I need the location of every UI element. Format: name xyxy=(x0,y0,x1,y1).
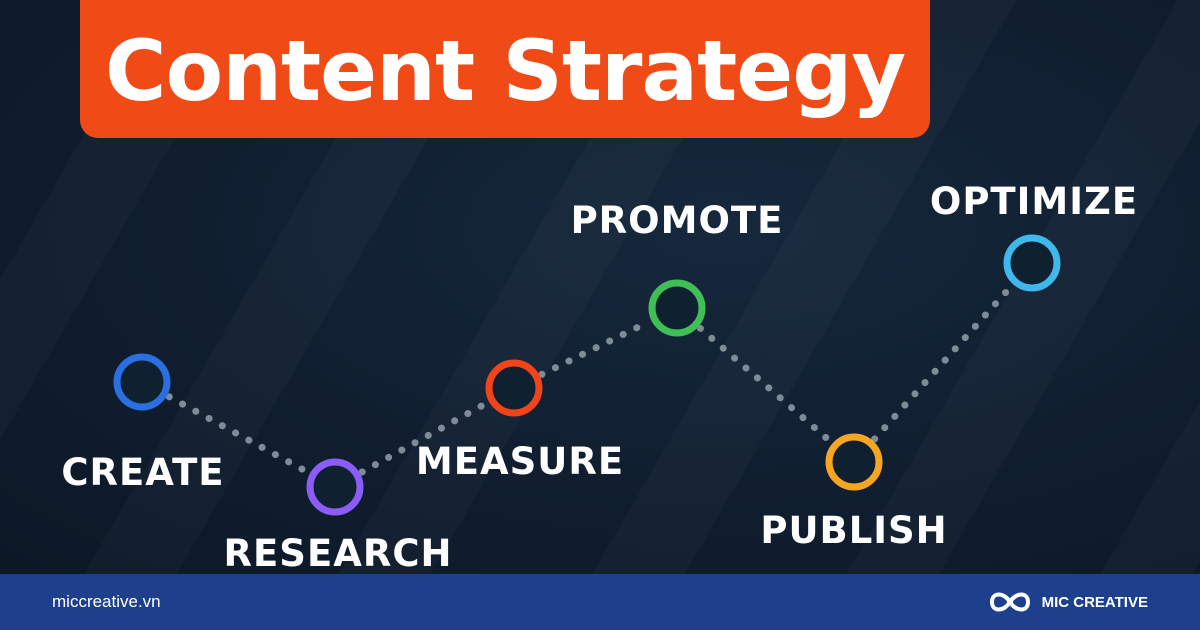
node-research-icon xyxy=(306,458,364,516)
label-create: CREATE xyxy=(61,451,224,494)
brand-name: MIC CREATIVE xyxy=(1041,593,1148,611)
nodes xyxy=(113,234,1061,516)
page-title: Content Strategy xyxy=(104,22,906,120)
title-banner: Content Strategy xyxy=(80,0,930,138)
label-research: RESEARCH xyxy=(224,532,453,574)
brand: MIC CREATIVE xyxy=(988,589,1148,615)
node-promote-icon xyxy=(648,279,706,337)
connector-3 xyxy=(538,318,653,378)
label-publish: PUBLISH xyxy=(760,509,947,552)
node-measure-icon xyxy=(485,359,543,417)
label-measure: MEASURE xyxy=(416,440,624,483)
node-publish-icon xyxy=(825,433,883,491)
footer-bar: miccreative.vn MIC CREATIVE xyxy=(0,574,1200,630)
website-link[interactable]: miccreative.vn xyxy=(52,592,161,611)
connector-2 xyxy=(358,399,491,476)
connector-1 xyxy=(165,393,312,476)
connector-4 xyxy=(696,324,835,446)
connectors xyxy=(165,282,1015,476)
label-promote: PROMOTE xyxy=(571,199,784,242)
label-optimize: OPTIMIZE xyxy=(930,180,1138,223)
brand-logo-icon xyxy=(989,592,1030,612)
connector-5 xyxy=(871,282,1015,443)
node-create-icon xyxy=(113,353,171,411)
node-optimize-icon xyxy=(1003,234,1061,292)
